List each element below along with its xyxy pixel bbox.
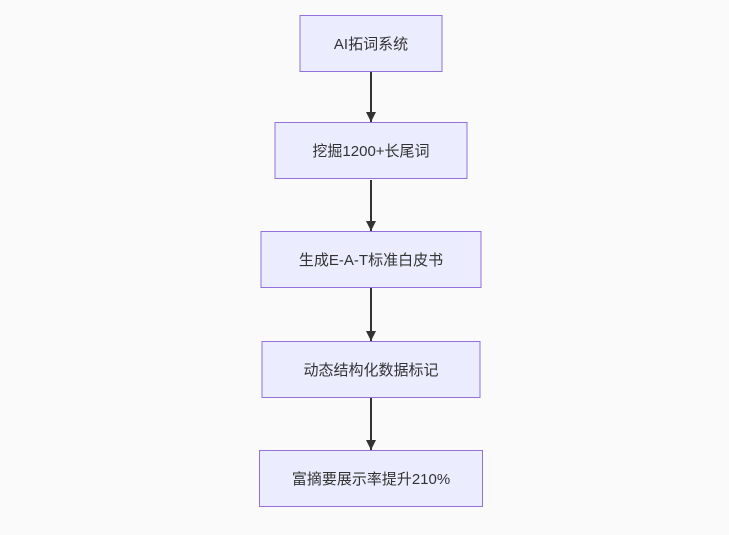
flow-node-ai-word-expansion: AI拓词系统 [299, 15, 443, 72]
flow-node-label: 动态结构化数据标记 [303, 362, 439, 379]
flow-edge-1 [366, 72, 376, 122]
flow-node-label: 挖掘1200+长尾词 [312, 143, 430, 160]
arrowhead-down-icon [366, 331, 376, 341]
flow-node-structured-data-markup: 动态结构化数据标记 [261, 341, 481, 398]
flow-edge-4 [366, 398, 376, 450]
flow-edge-3 [366, 288, 376, 341]
flow-node-longtail-mining: 挖掘1200+长尾词 [274, 122, 468, 179]
flow-node-eat-whitepaper: 生成E-A-T标准白皮书 [260, 231, 482, 288]
flow-node-rich-snippet-result: 富摘要展示率提升210% [259, 450, 483, 507]
arrowhead-down-icon [366, 440, 376, 450]
arrowhead-down-icon [366, 221, 376, 231]
flow-edge-2 [366, 180, 376, 231]
arrowhead-down-icon [366, 112, 376, 122]
flow-node-label: AI拓词系统 [333, 36, 409, 53]
flow-node-label: 生成E-A-T标准白皮书 [298, 252, 444, 269]
flow-node-label: 富摘要展示率提升210% [291, 471, 451, 488]
